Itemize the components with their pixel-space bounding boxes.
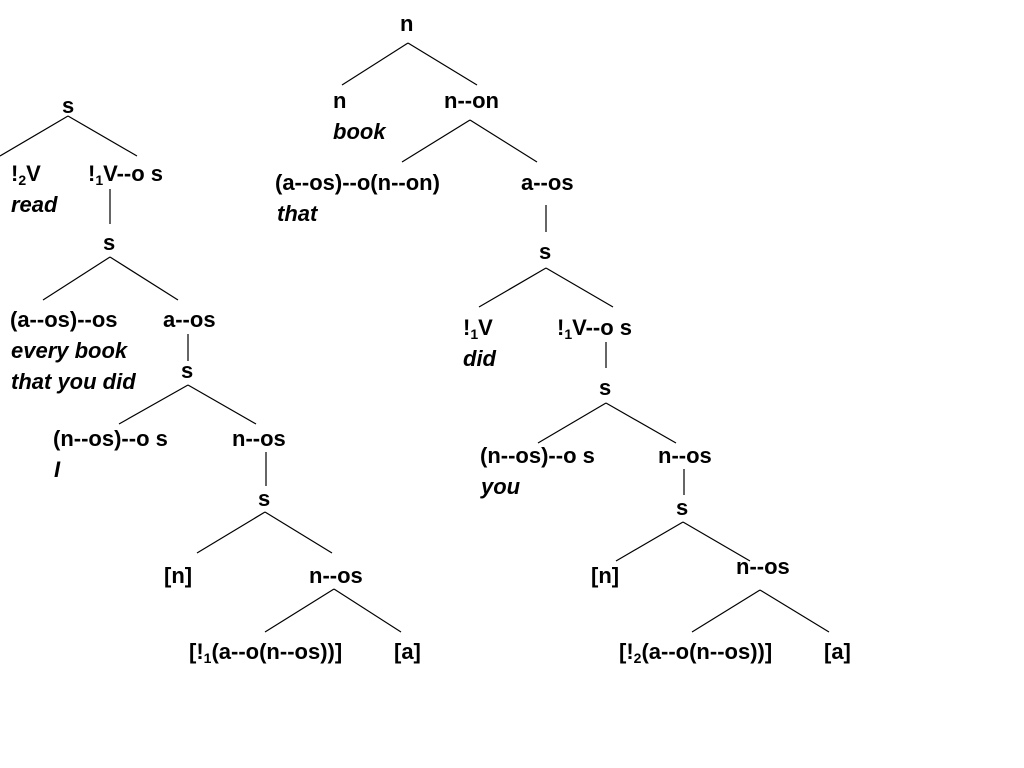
- edge: [0, 115, 69, 157]
- edge: [341, 42, 409, 86]
- category-tail: (a--o(n--os))]: [641, 639, 773, 664]
- bang-symbol: !: [11, 161, 19, 186]
- edge: [605, 402, 677, 444]
- subscript: 1: [95, 172, 104, 188]
- subscript: 1: [203, 650, 212, 666]
- node-a-os: a--os: [521, 170, 574, 195]
- edge: [407, 42, 478, 86]
- node-s: s: [599, 375, 612, 400]
- node-a-gap: [a]: [394, 639, 421, 664]
- node-root-s: s: [62, 93, 75, 118]
- phrase-every-book: every book: [11, 338, 128, 363]
- node-n-os: n--os: [309, 563, 363, 588]
- edge: [264, 588, 335, 633]
- node-a-gap: [a]: [824, 639, 851, 664]
- phrase-that-you-did: that you did: [11, 369, 136, 394]
- node-n: n: [333, 88, 347, 113]
- word-read: read: [11, 192, 58, 217]
- edge: [333, 588, 402, 633]
- node-bang-1-v-o-s: !1V--o s: [557, 315, 633, 342]
- bang-symbol: !: [88, 161, 96, 186]
- node-s: s: [539, 239, 552, 264]
- node-bang-1-v: !1V: [463, 315, 493, 342]
- edge: [545, 267, 614, 308]
- bang-symbol: !: [463, 315, 471, 340]
- node-n-os: n--os: [658, 443, 712, 468]
- word-you: you: [481, 474, 521, 499]
- word-that: that: [277, 201, 318, 226]
- word-book: book: [333, 119, 386, 144]
- node-n-gap: [n]: [164, 563, 193, 588]
- edge: [401, 119, 471, 163]
- node-determiner-category: (a--os)--os: [10, 307, 118, 332]
- bang-symbol: [!: [619, 639, 634, 664]
- node-n-on: n--on: [444, 88, 499, 113]
- edge: [682, 521, 751, 562]
- subscript: 1: [470, 326, 479, 342]
- edge: [478, 267, 547, 308]
- node-n-os: n--os: [736, 554, 790, 579]
- edge: [615, 521, 684, 562]
- subscript: 2: [18, 172, 27, 188]
- node-s: s: [676, 495, 689, 520]
- node-s: s: [258, 486, 271, 511]
- node-n-os: n--os: [232, 426, 286, 451]
- node-n-os-o-s: (n--os)--o s: [53, 426, 168, 451]
- category-tail: V--o s: [572, 315, 633, 340]
- node-s: s: [181, 358, 194, 383]
- word-did: did: [463, 346, 496, 371]
- edge: [691, 589, 761, 633]
- node-bang-1-gap: [!1(a--o(n--os))]: [189, 639, 343, 666]
- edge: [759, 589, 830, 633]
- edge: [187, 384, 257, 425]
- edge: [118, 384, 189, 425]
- node-bang-1-v-o-s: !1V--o s: [88, 161, 164, 188]
- category-tail: V: [478, 315, 493, 340]
- bang-symbol: !: [557, 315, 565, 340]
- node-root-n: n: [400, 11, 414, 36]
- edge: [537, 402, 607, 444]
- node-n-os-o-s: (n--os)--o s: [480, 443, 595, 468]
- node-s: s: [103, 230, 116, 255]
- category-tail: (a--o(n--os))]: [211, 639, 343, 664]
- edge: [469, 119, 538, 163]
- subscript: 2: [633, 650, 642, 666]
- category-tail: V--o s: [103, 161, 164, 186]
- node-bang-2-v: !2V: [11, 161, 41, 188]
- edge: [264, 511, 333, 554]
- bang-symbol: [!: [189, 639, 204, 664]
- word-i: I: [54, 457, 61, 482]
- subscript: 1: [564, 326, 573, 342]
- node-a-os: a--os: [163, 307, 216, 332]
- edge: [109, 256, 179, 301]
- node-n-gap: [n]: [591, 563, 620, 588]
- node-bang-2-gap: [!2(a--o(n--os))]: [619, 639, 773, 666]
- edge: [196, 511, 266, 554]
- node-relative-category: (a--os)--o(n--on): [275, 170, 440, 195]
- category-tail: V: [26, 161, 41, 186]
- edge: [42, 256, 111, 301]
- edge: [67, 115, 138, 157]
